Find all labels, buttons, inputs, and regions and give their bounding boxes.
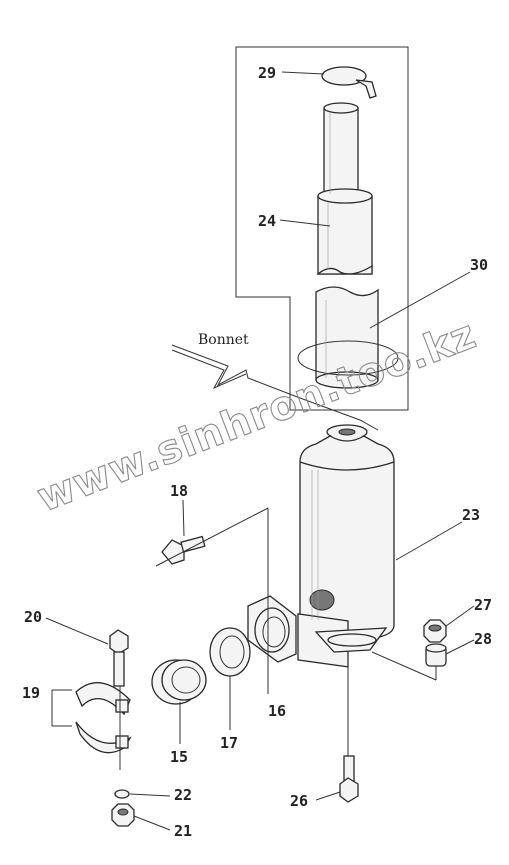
callout-29: 29 [258, 64, 276, 82]
callout-21: 21 [174, 822, 192, 840]
rain-cap-part-29 [321, 66, 377, 99]
callout-28: 28 [474, 630, 492, 648]
callout-18: 18 [170, 482, 188, 500]
callout-17: 17 [220, 734, 238, 752]
callout-26: 26 [290, 792, 308, 810]
tube-part-30 [297, 286, 399, 389]
callout-15: 15 [170, 748, 188, 766]
bonnet-outline [235, 46, 409, 411]
leader-lines [45, 71, 475, 831]
exhaust-pipe-part-24 [316, 102, 373, 275]
callout-16: 16 [268, 702, 286, 720]
washer-part-22 [114, 789, 130, 799]
clamp-part-19 [51, 682, 132, 754]
callout-30: 30 [470, 256, 488, 274]
nut-part-27 [423, 619, 447, 643]
muffler-part-23 [297, 424, 395, 668]
flange-part-16 [247, 595, 297, 663]
bolt-part-18 [155, 507, 269, 567]
bonnet-break-line [171, 344, 379, 431]
callout-24: 24 [258, 212, 276, 230]
callout-20: 20 [24, 608, 42, 626]
callout-27: 27 [474, 596, 492, 614]
bonnet-break-line-2 [171, 349, 247, 390]
bolt-part-20 [109, 629, 129, 770]
spacer-part-28 [425, 643, 447, 667]
sleeve-part-15 [151, 659, 207, 705]
bonnet-label: Bonnet [198, 332, 249, 348]
gasket-part-17 [209, 627, 251, 677]
callout-19: 19 [22, 684, 40, 702]
watermark-text: www.sinhron.too.kz [31, 311, 483, 521]
callout-22: 22 [174, 786, 192, 804]
callout-23: 23 [462, 506, 480, 524]
bolt-part-26 [339, 656, 359, 803]
nut-part-21 [111, 803, 135, 827]
